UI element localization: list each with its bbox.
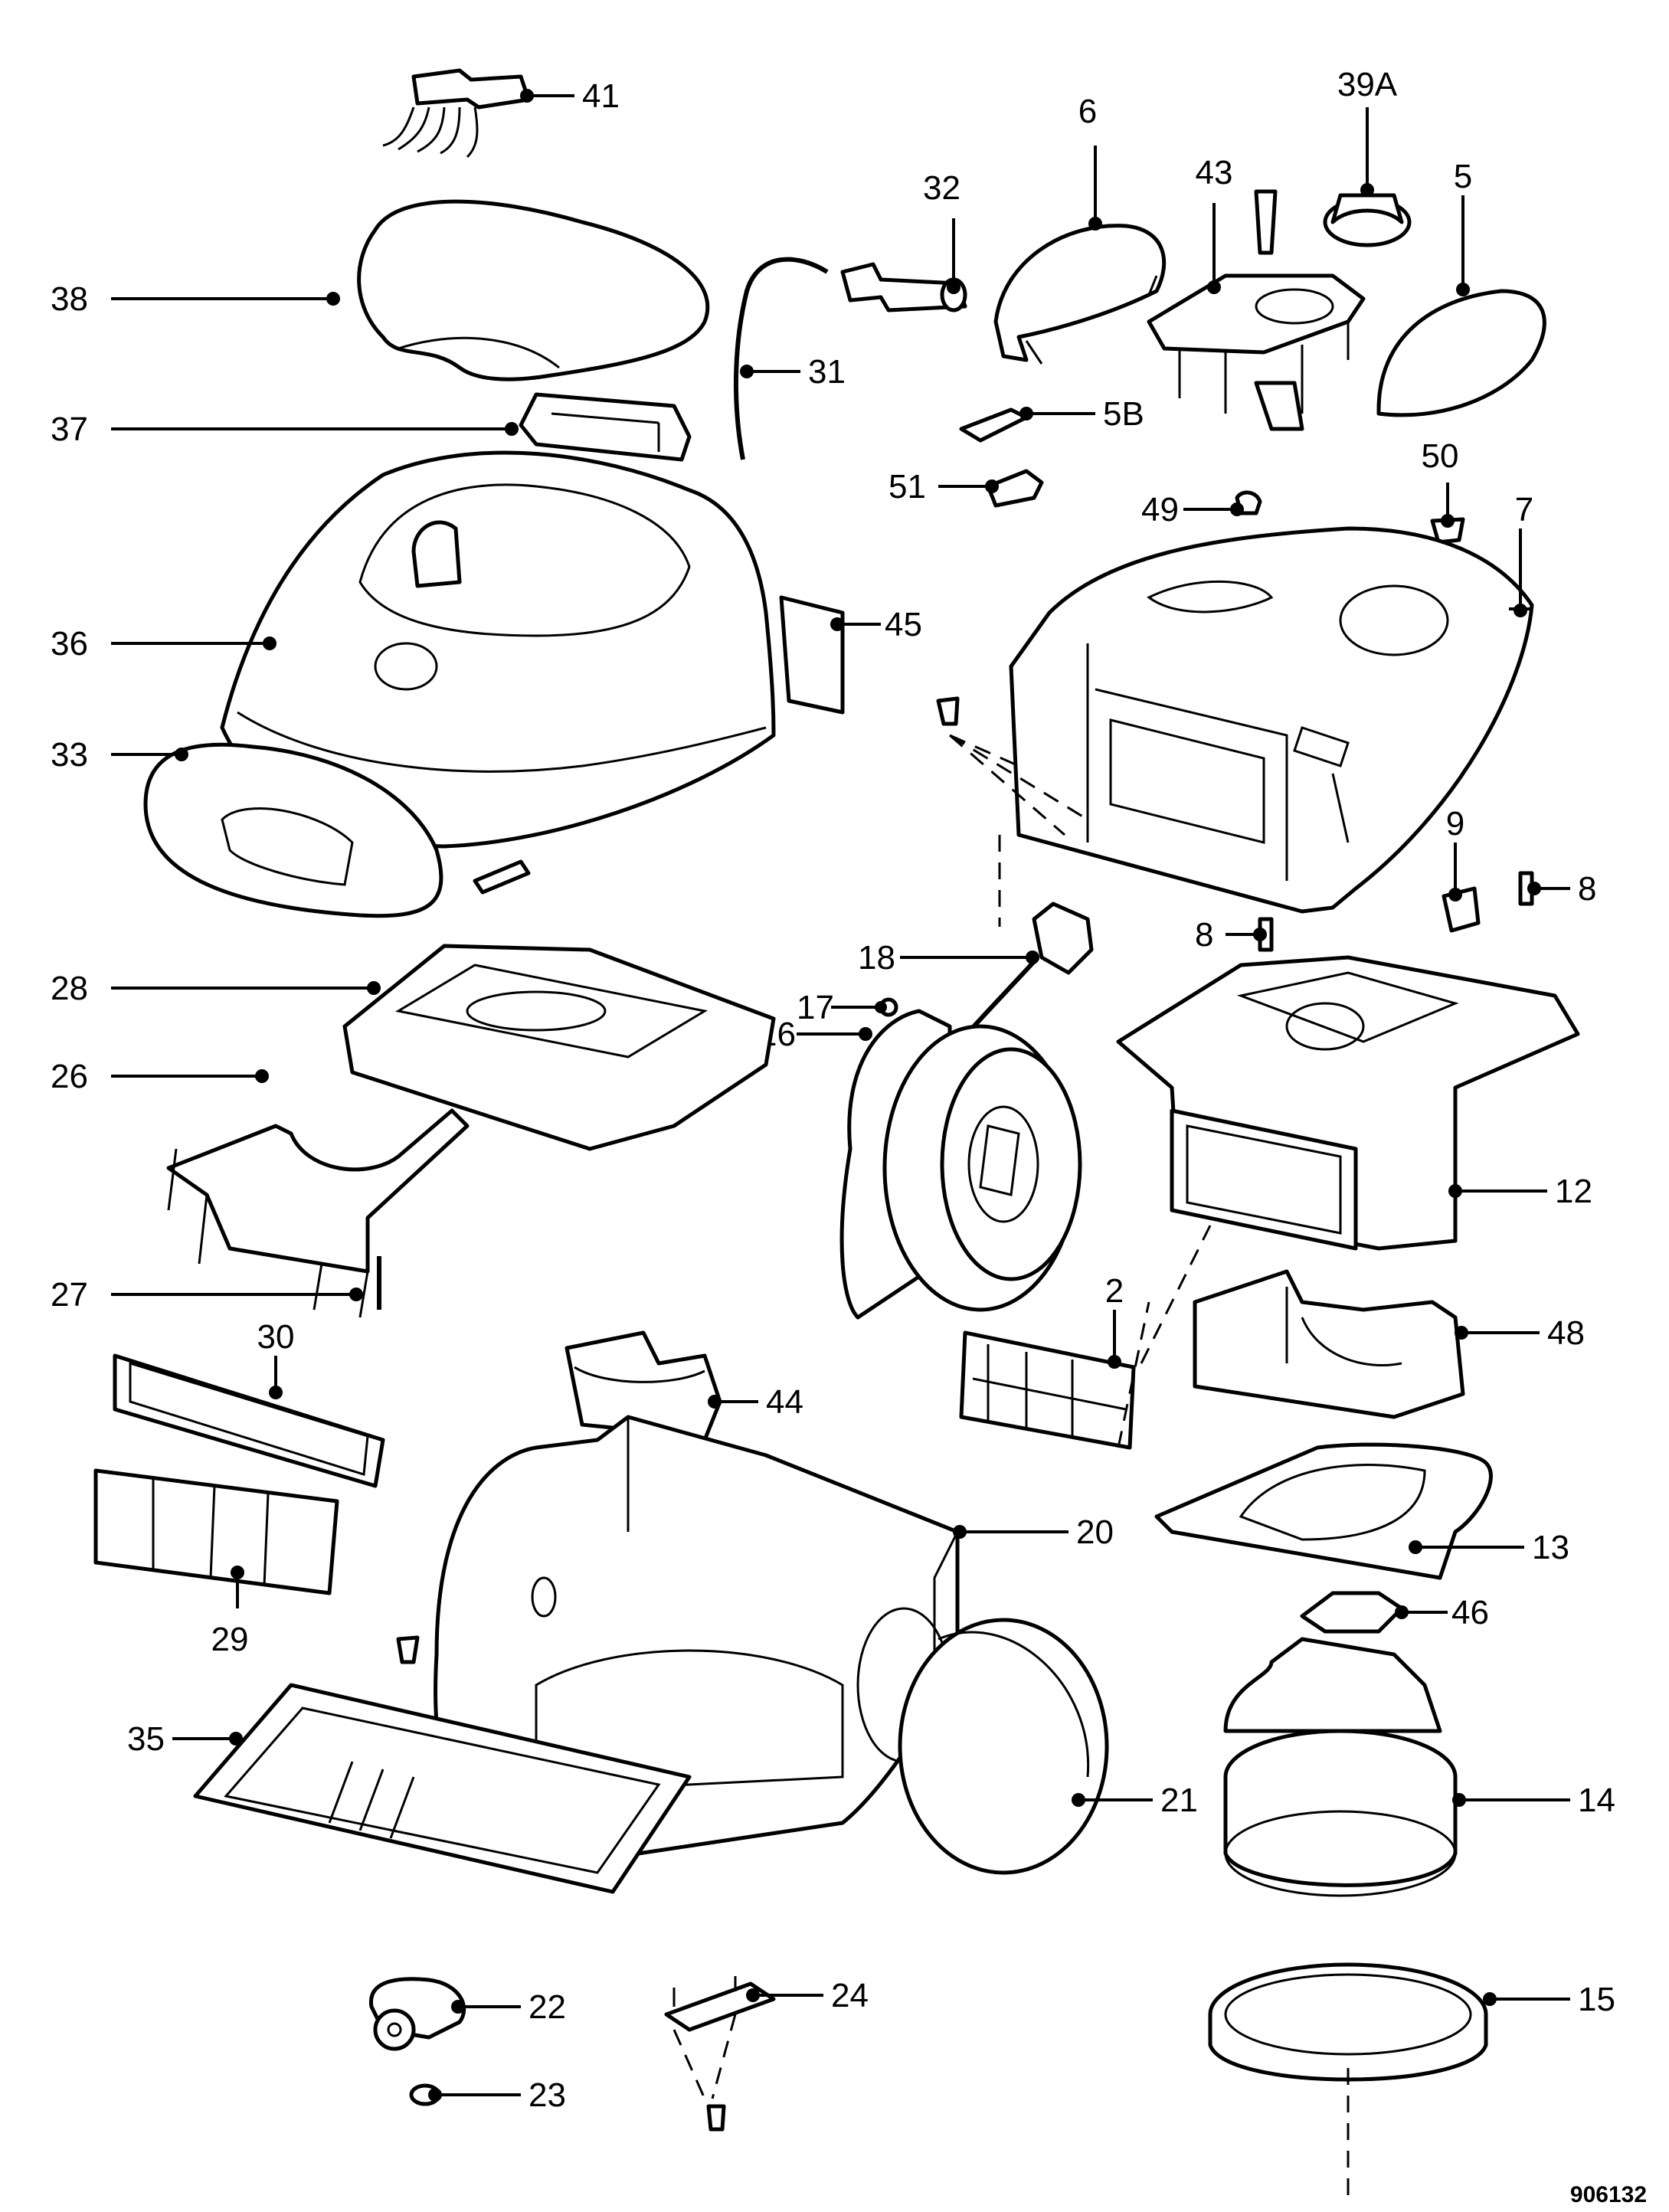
part-32-rod: 32 bbox=[840, 169, 967, 312]
label-45: 45 bbox=[885, 606, 922, 643]
label-7: 7 bbox=[1515, 491, 1533, 528]
part-46-seal: 46 bbox=[1300, 1591, 1489, 1634]
label-9: 9 bbox=[1446, 805, 1464, 843]
part-17-knob: 17 bbox=[797, 989, 898, 1026]
label-15: 15 bbox=[1578, 1981, 1615, 2018]
part-27-pin: 27 bbox=[51, 1256, 381, 1314]
part-39A-knob: 39A bbox=[1323, 66, 1412, 247]
part-33-grip: 33 bbox=[51, 736, 531, 918]
part-50-cap: 50 bbox=[1422, 437, 1465, 545]
label-32: 32 bbox=[923, 169, 960, 207]
label-8-left: 8 bbox=[1195, 916, 1213, 954]
label-22: 22 bbox=[529, 1988, 566, 2026]
label-39A: 39A bbox=[1337, 66, 1398, 103]
label-50: 50 bbox=[1422, 437, 1459, 475]
label-21: 21 bbox=[1160, 1782, 1198, 1819]
label-28: 28 bbox=[51, 970, 88, 1007]
drawing-reference-number: 906132 bbox=[1570, 2182, 1647, 2207]
label-23: 23 bbox=[529, 2076, 566, 2114]
label-43: 43 bbox=[1196, 154, 1233, 191]
label-41: 41 bbox=[582, 77, 620, 115]
part-35-tray: 35 bbox=[127, 1635, 692, 1894]
label-48: 48 bbox=[1547, 1314, 1585, 1352]
part-23-cap: 23 bbox=[409, 2076, 566, 2114]
label-12: 12 bbox=[1555, 1173, 1592, 1210]
label-29: 29 bbox=[211, 1621, 249, 1658]
label-6: 6 bbox=[1078, 93, 1097, 130]
part-30-grille: 30 bbox=[113, 1318, 385, 1488]
label-51: 51 bbox=[888, 468, 926, 506]
part-6-cap: 6 bbox=[993, 93, 1167, 365]
label-37: 37 bbox=[51, 411, 88, 448]
label-17: 17 bbox=[797, 989, 834, 1026]
part-36-upper-housing: 36 bbox=[51, 450, 776, 849]
part-13-gasket: 13 bbox=[1154, 1442, 1569, 1580]
label-2: 2 bbox=[1105, 1272, 1124, 1310]
label-46: 46 bbox=[1451, 1594, 1489, 1631]
part-21-wheel: 21 bbox=[898, 1618, 1198, 1875]
part-51-button: 51 bbox=[888, 468, 1044, 508]
label-36: 36 bbox=[51, 625, 88, 663]
label-5B: 5B bbox=[1103, 395, 1144, 433]
part-24-bracket: 24 bbox=[664, 1976, 869, 2132]
part-7-motor-cover: 7 bbox=[936, 491, 1534, 927]
part-15-ring: 15 bbox=[1208, 1962, 1615, 2198]
part-37-hinge: 37 bbox=[51, 392, 692, 462]
label-13: 13 bbox=[1532, 1529, 1569, 1566]
part-9-switch: 9 bbox=[1442, 805, 1481, 933]
part-26-bracket: 26 bbox=[51, 1058, 470, 1318]
label-20: 20 bbox=[1076, 1513, 1114, 1551]
part-22-caster: 22 bbox=[368, 1977, 566, 2051]
part-45-plate: 45 bbox=[779, 595, 922, 715]
part-41-connector: 41 bbox=[382, 68, 620, 159]
label-14: 14 bbox=[1578, 1782, 1615, 1819]
label-49: 49 bbox=[1141, 491, 1179, 528]
label-27: 27 bbox=[51, 1276, 88, 1314]
label-31: 31 bbox=[808, 353, 846, 391]
label-33: 33 bbox=[51, 736, 88, 774]
part-8-spring-left: 8 bbox=[1195, 916, 1274, 954]
label-18: 18 bbox=[858, 939, 895, 977]
part-28-plate: 28 bbox=[51, 944, 776, 1151]
part-2-grille: 2 bbox=[959, 1225, 1212, 1450]
part-49-clip: 49 bbox=[1141, 490, 1262, 528]
label-8-right: 8 bbox=[1578, 870, 1596, 908]
part-43-plate: 43 bbox=[1147, 154, 1366, 431]
label-30: 30 bbox=[257, 1318, 295, 1356]
part-8-spring-right: 8 bbox=[1518, 870, 1596, 908]
part-29-filter: 29 bbox=[93, 1468, 339, 1658]
label-38: 38 bbox=[51, 280, 88, 318]
part-12-motor-housing: 12 bbox=[1116, 955, 1592, 1251]
label-35: 35 bbox=[127, 1720, 165, 1758]
part-31-cable: 31 bbox=[733, 257, 846, 460]
part-38-lid: 38 bbox=[51, 199, 710, 381]
part-16-cord-reel: 16 bbox=[758, 1009, 1082, 1320]
part-5-cap: 5 bbox=[1376, 158, 1546, 417]
label-26: 26 bbox=[51, 1058, 88, 1095]
part-48-chamber: 48 bbox=[1193, 1269, 1585, 1419]
part-44-spout: 44 bbox=[565, 1330, 803, 1442]
label-24: 24 bbox=[831, 1977, 869, 2014]
label-5: 5 bbox=[1454, 158, 1472, 195]
part-5B-clip: 5B bbox=[959, 395, 1144, 443]
part-14-motor: 14 bbox=[1223, 1637, 1615, 1897]
label-44: 44 bbox=[766, 1383, 803, 1421]
